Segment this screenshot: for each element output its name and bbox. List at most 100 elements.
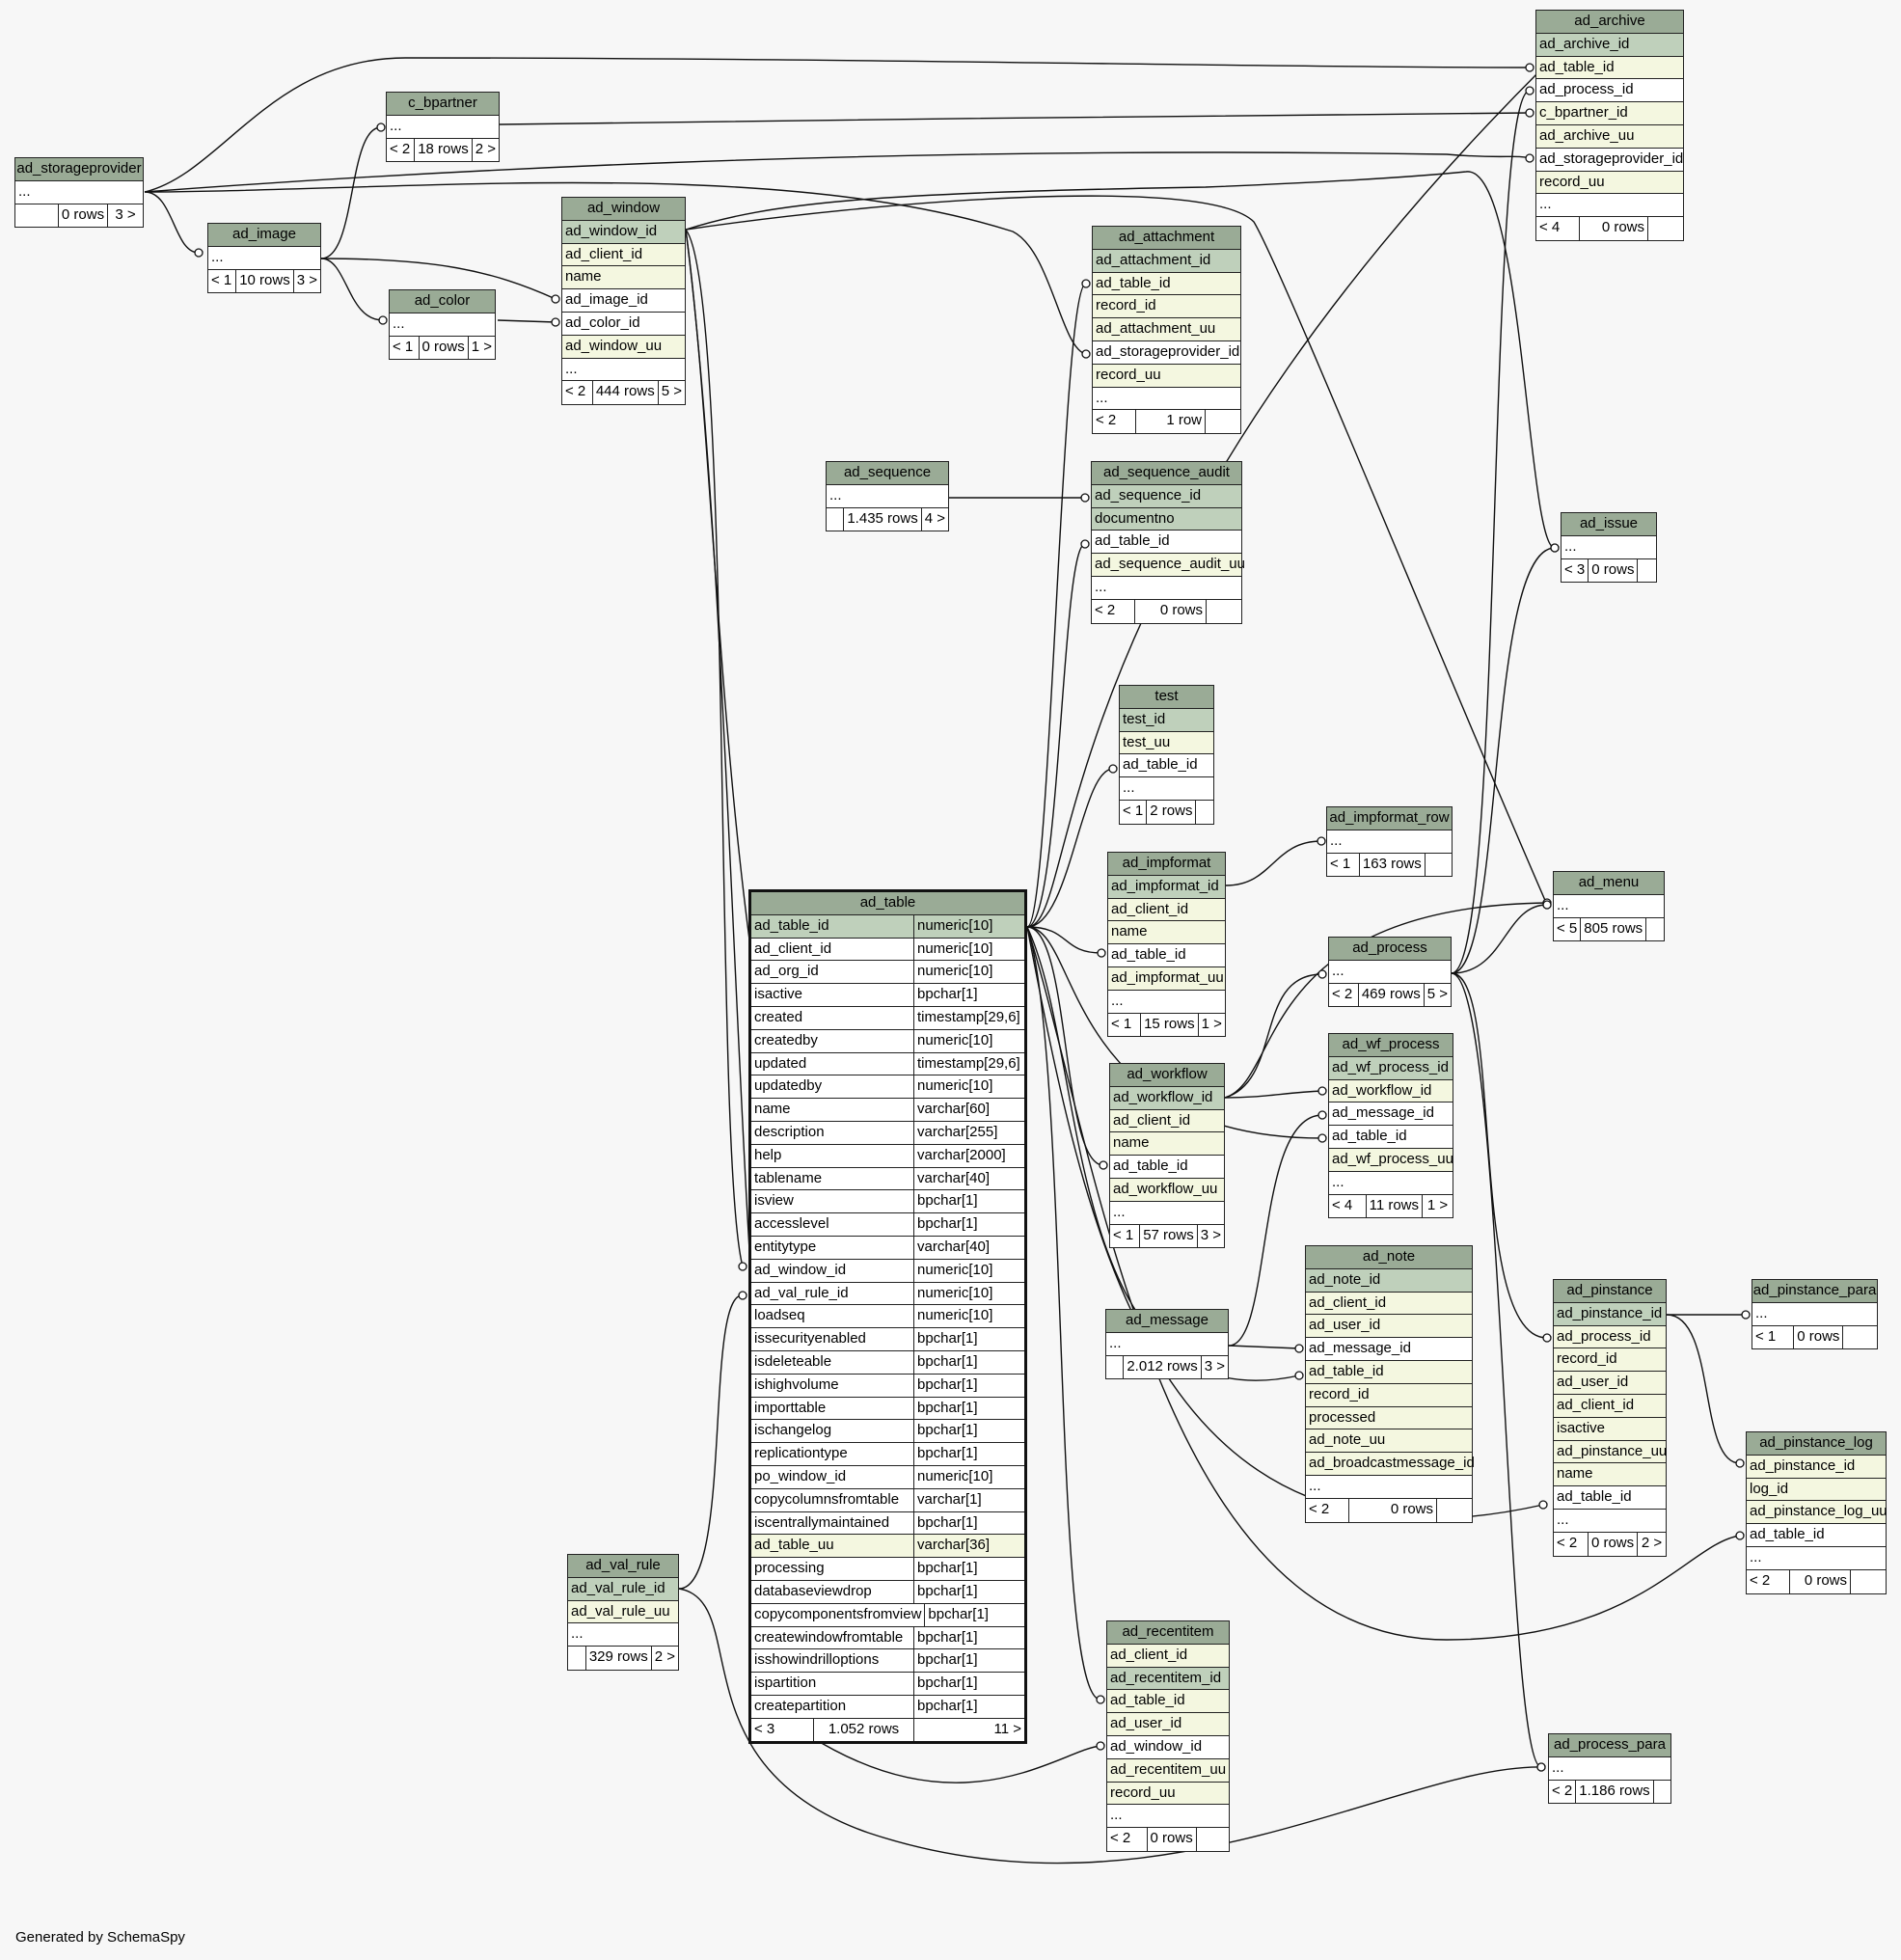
row-count[interactable]: 0 rows bbox=[57, 204, 107, 228]
parent-count[interactable] bbox=[15, 204, 58, 228]
table-header[interactable]: ad_message bbox=[1106, 1310, 1228, 1333]
row-count[interactable]: 0 rows bbox=[1789, 1569, 1850, 1593]
parent-count[interactable]: < 1 bbox=[1111, 1015, 1132, 1032]
child-count[interactable] bbox=[1842, 1325, 1877, 1349]
row-count[interactable]: 0 rows bbox=[1348, 1498, 1436, 1522]
child-count[interactable] bbox=[1647, 217, 1683, 240]
table-header[interactable]: ad_menu bbox=[1554, 872, 1664, 895]
row-count[interactable]: 0 rows bbox=[1134, 599, 1206, 623]
row-count[interactable]: 0 rows bbox=[1146, 1828, 1196, 1851]
child-count[interactable] bbox=[1850, 1569, 1886, 1593]
table-header[interactable]: ad_impformat bbox=[1108, 853, 1225, 876]
child-count[interactable]: 3 > bbox=[292, 269, 320, 293]
table-header[interactable]: ad_pinstance_log bbox=[1747, 1432, 1886, 1456]
child-count[interactable]: 2 > bbox=[471, 138, 499, 162]
table-header[interactable]: ad_process bbox=[1329, 938, 1451, 961]
table-header[interactable]: ad_note bbox=[1306, 1246, 1472, 1269]
child-count[interactable]: 5 > bbox=[1423, 983, 1451, 1007]
table-header[interactable]: ad_process_para bbox=[1549, 1734, 1670, 1757]
row-count[interactable]: 444 rows bbox=[591, 381, 658, 405]
table-header[interactable]: ad_storageprovider bbox=[15, 158, 143, 181]
row-count[interactable]: 2.012 rows bbox=[1123, 1355, 1200, 1379]
table-header[interactable]: ad_image bbox=[208, 224, 320, 247]
parent-count[interactable]: < 2 bbox=[390, 140, 411, 157]
parent-count[interactable]: < 2 bbox=[1332, 985, 1353, 1002]
parent-count[interactable] bbox=[1106, 1356, 1123, 1379]
parent-count[interactable]: < 4 bbox=[1332, 1196, 1353, 1213]
parent-count[interactable]: < 1 bbox=[1755, 1327, 1777, 1345]
table-header[interactable]: ad_wf_process bbox=[1329, 1034, 1453, 1057]
table-header[interactable]: ad_window bbox=[562, 198, 685, 221]
parent-count[interactable]: < 1 bbox=[393, 338, 414, 355]
row-count[interactable]: 2 rows bbox=[1146, 800, 1195, 824]
parent-count[interactable]: < 2 bbox=[1750, 1571, 1771, 1589]
child-count[interactable] bbox=[1645, 917, 1664, 941]
row-count[interactable]: 18 rows bbox=[414, 138, 472, 162]
table-header[interactable]: ad_attachment bbox=[1093, 227, 1240, 250]
row-count[interactable]: 1 row bbox=[1135, 410, 1205, 434]
child-count[interactable]: 5 > bbox=[657, 381, 685, 405]
table-header[interactable]: ad_archive bbox=[1536, 11, 1683, 34]
child-count[interactable] bbox=[1195, 800, 1213, 824]
parent-count[interactable]: < 3 bbox=[1564, 560, 1586, 578]
parent-count[interactable]: < 1 bbox=[1330, 855, 1351, 872]
row-count[interactable]: 57 rows bbox=[1139, 1224, 1197, 1248]
child-count[interactable] bbox=[1652, 1780, 1670, 1804]
parent-count[interactable]: < 1 bbox=[1113, 1226, 1134, 1243]
parent-count[interactable]: < 3 bbox=[754, 1720, 775, 1737]
row-count[interactable]: 1.186 rows bbox=[1575, 1780, 1652, 1804]
child-count[interactable] bbox=[1195, 1828, 1229, 1851]
row-count[interactable]: 0 rows bbox=[1793, 1325, 1842, 1349]
child-count[interactable]: 1 > bbox=[1197, 1013, 1225, 1037]
table-header[interactable]: c_bpartner bbox=[387, 93, 499, 116]
row-count[interactable]: 0 rows bbox=[1579, 217, 1647, 240]
table-header[interactable]: ad_val_rule bbox=[568, 1555, 678, 1578]
row-count[interactable]: 805 rows bbox=[1580, 917, 1645, 941]
parent-count[interactable]: < 1 bbox=[211, 271, 232, 288]
parent-count[interactable]: < 2 bbox=[1110, 1830, 1131, 1847]
parent-count[interactable]: < 2 bbox=[1557, 1534, 1578, 1551]
row-count[interactable]: 0 rows bbox=[418, 336, 468, 360]
child-count[interactable] bbox=[1206, 599, 1241, 623]
child-count[interactable] bbox=[1205, 410, 1240, 434]
child-count[interactable]: 2 > bbox=[650, 1647, 678, 1670]
row-count[interactable]: 10 rows bbox=[235, 269, 293, 293]
parent-count[interactable]: < 2 bbox=[1095, 601, 1116, 618]
parent-count[interactable]: < 4 bbox=[1539, 219, 1561, 236]
table-header[interactable]: ad_workflow bbox=[1110, 1064, 1224, 1087]
row-count[interactable]: 0 rows bbox=[1588, 558, 1637, 583]
table-header[interactable]: ad_sequence_audit bbox=[1092, 462, 1241, 485]
child-count[interactable] bbox=[1424, 853, 1452, 877]
table-header[interactable]: ad_table bbox=[751, 892, 1024, 915]
parent-count[interactable] bbox=[568, 1647, 585, 1670]
row-count[interactable]: 1.435 rows bbox=[843, 507, 920, 531]
table-header[interactable]: ad_color bbox=[390, 290, 495, 313]
row-count[interactable]: 11 rows bbox=[1365, 1194, 1422, 1218]
child-count[interactable]: 2 > bbox=[1637, 1532, 1666, 1556]
table-header[interactable]: test bbox=[1120, 686, 1213, 709]
table-header[interactable]: ad_pinstance_para bbox=[1752, 1280, 1877, 1303]
